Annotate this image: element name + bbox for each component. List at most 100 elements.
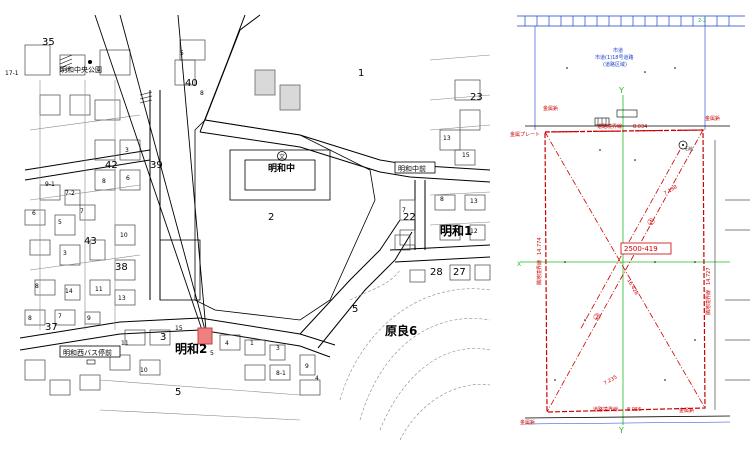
svg-text:9: 9 [305,363,309,370]
bottom-boundary [524,415,731,425]
svg-text:7: 7 [80,208,84,215]
svg-text:7: 7 [58,313,62,320]
svg-text:明和西バス停前: 明和西バス停前 [63,348,112,357]
block-label-38: 38 [115,262,128,273]
block-label-39: 39 [150,160,163,171]
svg-text:8.034: 8.034 [633,124,647,130]
district-meiwa1-label: 明和1 [440,223,472,238]
road-note: 市道 市道(1)18号道路 (道路区域) [595,47,633,68]
lot-id-box [620,242,672,255]
block-label-42: 42 [105,160,118,171]
svg-text:17-1: 17-1 [5,70,19,77]
block-label-3: 3 [160,332,166,343]
survey-plan: 市道 市道(1)18号道路 (道路区域) Y Y X [505,0,750,450]
svg-text:道路境界線: 道路境界線 [597,123,622,130]
block-label-23: 23 [470,92,483,103]
svg-text:14: 14 [65,288,73,295]
block-label-43: 43 [84,236,97,247]
house-footprints [24,39,491,396]
block-number-labels: 35 40 1 23 42 39 2 43 38 22 28 27 37 3 5… [42,37,483,398]
left-dim-label: 14.774 [537,238,543,256]
svg-text:4: 4 [315,375,319,382]
svg-text:5: 5 [180,50,184,57]
svg-text:金属鋲: 金属鋲 [705,115,720,122]
lot-number-labels: 17-1 3 6 8 9-1 7-2 6 5 7 10 3 8 14 11 13… [5,50,478,382]
svg-text:8: 8 [102,178,106,185]
road-edge-lines [534,26,706,130]
block-label-22: 22 [403,212,416,223]
svg-text:市道(1)18号道路: 市道(1)18号道路 [595,54,633,61]
svg-text:3: 3 [276,345,280,352]
svg-text:11: 11 [445,228,453,235]
svg-text:11: 11 [121,340,129,347]
block-lines [29,54,491,421]
stairs-hatch [59,54,153,104]
svg-text:9: 9 [87,315,91,322]
district-harayoshi6-label: 原良6 [385,323,417,338]
svg-text:13: 13 [118,295,126,302]
region-2-label: ② [593,313,601,323]
svg-text:7-2: 7-2 [65,190,75,197]
block-label-35: 35 [42,37,55,48]
svg-text:12: 12 [470,228,478,235]
svg-text:11: 11 [95,286,103,293]
school-grounds [159,69,376,321]
svg-text:7: 7 [402,207,406,214]
svg-text:道路境界線: 道路境界線 [593,406,618,413]
axis-x-label: X [517,261,521,268]
park-marker-icon [88,60,92,64]
svg-text:5: 5 [210,350,214,357]
svg-text:6: 6 [32,210,36,217]
svg-text:15: 15 [462,152,470,159]
school-symbol-glyph: 文 [279,153,285,161]
survey-points [554,67,696,381]
place-labels: 明和中央公園 文 明和中 明和2 明和1 原良6 [60,65,472,356]
region-1-label: ① [647,218,655,228]
svg-text:8: 8 [440,196,444,203]
svg-text:金属鋲: 金属鋲 [679,407,694,414]
svg-text:13: 13 [443,135,451,142]
svg-text:10: 10 [140,367,148,374]
survey-marker-icon [678,140,688,150]
block-label-28: 28 [430,267,443,278]
lot-diagonals [544,129,706,413]
target-lot-highlight [197,327,213,345]
svg-text:石杭: 石杭 [685,145,693,151]
svg-text:10: 10 [120,232,128,239]
bus-stop-west: 明和西バス停前 [59,345,121,365]
guide-lines [94,14,207,331]
top-ruler [517,15,745,27]
svg-text:金属プレート: 金属プレート [510,131,540,138]
svg-text:8.056: 8.056 [627,407,641,413]
block-label-27: 27 [453,267,466,278]
block-label-5-right: 5 [352,304,358,315]
axis-y-bottom-label: Y [618,426,624,435]
svg-text:4: 4 [225,340,229,347]
svg-text:金属鋲: 金属鋲 [520,419,535,426]
svg-text:15: 15 [175,325,183,332]
right-panel-lines [714,140,750,410]
block-label-1: 1 [358,68,364,79]
svg-text:(道路区域): (道路区域) [603,61,627,68]
left-side-label: 隣地境界線 [536,260,543,285]
svg-text:6: 6 [126,175,130,182]
survey-marker-dot [682,144,684,146]
right-dim-label: 14.727 [706,268,712,286]
svg-text:13: 13 [470,198,478,205]
svg-text:8-1: 8-1 [276,370,286,377]
block-label-5-left: 5 [175,387,181,398]
right-side-label: 隣地境界線 [705,290,712,315]
school-symbol-icon [277,151,287,161]
svg-text:市道: 市道 [613,47,623,54]
svg-text:金属鋲: 金属鋲 [543,105,558,112]
lot-id-label: 2500-419 [624,245,658,253]
svg-text:8: 8 [35,283,39,290]
point-a-label: 2-2 [698,18,706,24]
bus-stop-mid: 明和中前 [394,161,436,174]
axis-y-top-label: Y [618,86,624,95]
block-label-2: 2 [268,212,274,223]
block-label-40: 40 [185,78,198,89]
boundary-labels: 道路境界線 道路境界線 8.034 8.056 金属鋲 金属プレート 金属鋲 金… [510,105,720,426]
district-meiwa2-label: 明和2 [175,341,207,356]
svg-text:3: 3 [125,147,129,154]
